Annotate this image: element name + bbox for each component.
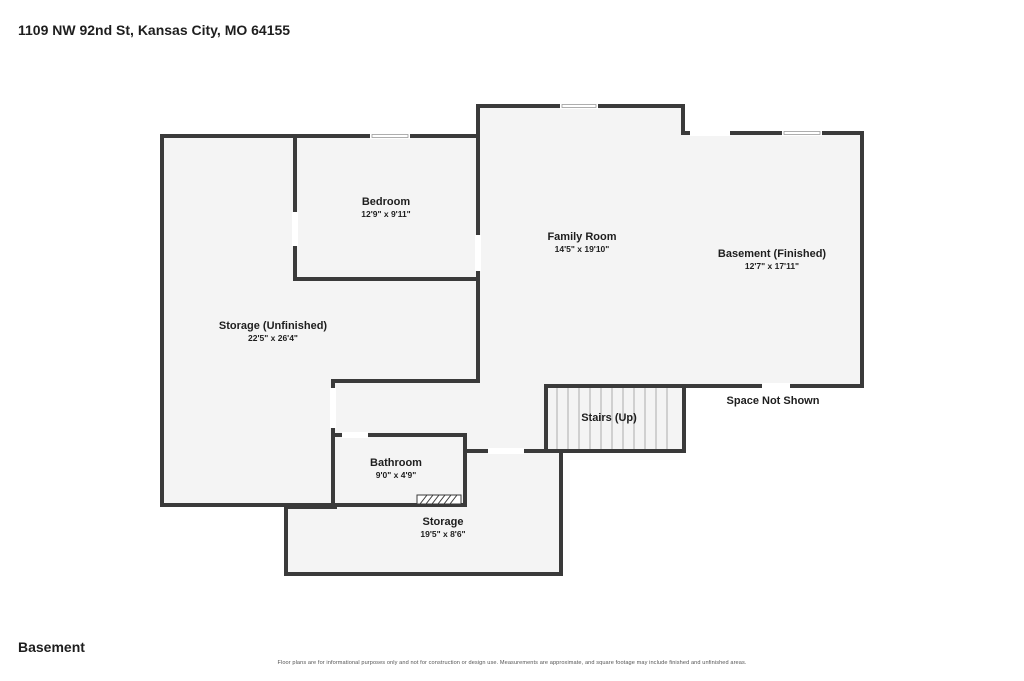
doorway: [330, 388, 336, 428]
room-labels: Bedroom 12'9" x 9'11" Family Room 14'5" …: [219, 196, 827, 539]
doorway: [342, 432, 368, 438]
openings: [292, 103, 822, 454]
room-name-storage: Storage: [423, 516, 464, 528]
doorway: [292, 212, 298, 246]
room-name-family-room: Family Room: [547, 231, 616, 243]
doorway: [762, 383, 790, 389]
storage-floor: [286, 451, 561, 574]
wall-corridor-top: [331, 379, 480, 507]
doorway: [488, 448, 524, 454]
room-name-basement-finished: Basement (Finished): [718, 248, 827, 260]
floor-fills: [162, 106, 862, 574]
room-name-bathroom: Bathroom: [370, 457, 422, 469]
family-room-floor: [478, 106, 862, 451]
room-dims-family-room: 14'5" x 19'10": [555, 244, 610, 254]
doorway: [690, 130, 730, 136]
wall-bedroom: [293, 134, 480, 281]
room-name-bedroom: Bedroom: [362, 196, 411, 208]
room-name-stairs: Stairs (Up): [581, 412, 637, 424]
window-pane: [371, 134, 409, 138]
room-name-storage-unfinished: Storage (Unfinished): [219, 320, 328, 332]
stair-treads: [556, 388, 668, 449]
wall-stairs: [463, 386, 686, 453]
room-dims-storage-unfinished: 22'5" x 26'4": [248, 333, 298, 343]
window-pane: [561, 104, 597, 108]
wall-family-room-outer: [476, 104, 864, 453]
floor-level-label: Basement: [18, 639, 85, 655]
walls: [160, 104, 864, 576]
stairs-floor: [546, 386, 684, 451]
wall-storage: [284, 449, 563, 576]
space-not-shown-label: Space Not Shown: [727, 395, 820, 407]
wall-storage-unfinished-outer: [160, 134, 480, 507]
room-dims-storage: 19'5" x 8'6": [420, 529, 465, 539]
doorway: [475, 235, 481, 271]
property-address: 1109 NW 92nd St, Kansas City, MO 64155: [18, 22, 291, 38]
room-dims-bathroom: 9'0" x 4'9": [376, 470, 416, 480]
bathroom-floor: [335, 436, 465, 505]
bathroom-vanity: [416, 494, 462, 505]
window-pane: [783, 131, 821, 135]
room-dims-bedroom: 12'9" x 9'11": [361, 209, 410, 219]
disclaimer-text: Floor plans are for informational purpos…: [277, 660, 747, 666]
wall-bathroom: [333, 433, 467, 507]
room-dims-basement-finished: 12'7" x 17'11": [745, 261, 799, 271]
storage-unfinished-floor: [162, 136, 478, 505]
